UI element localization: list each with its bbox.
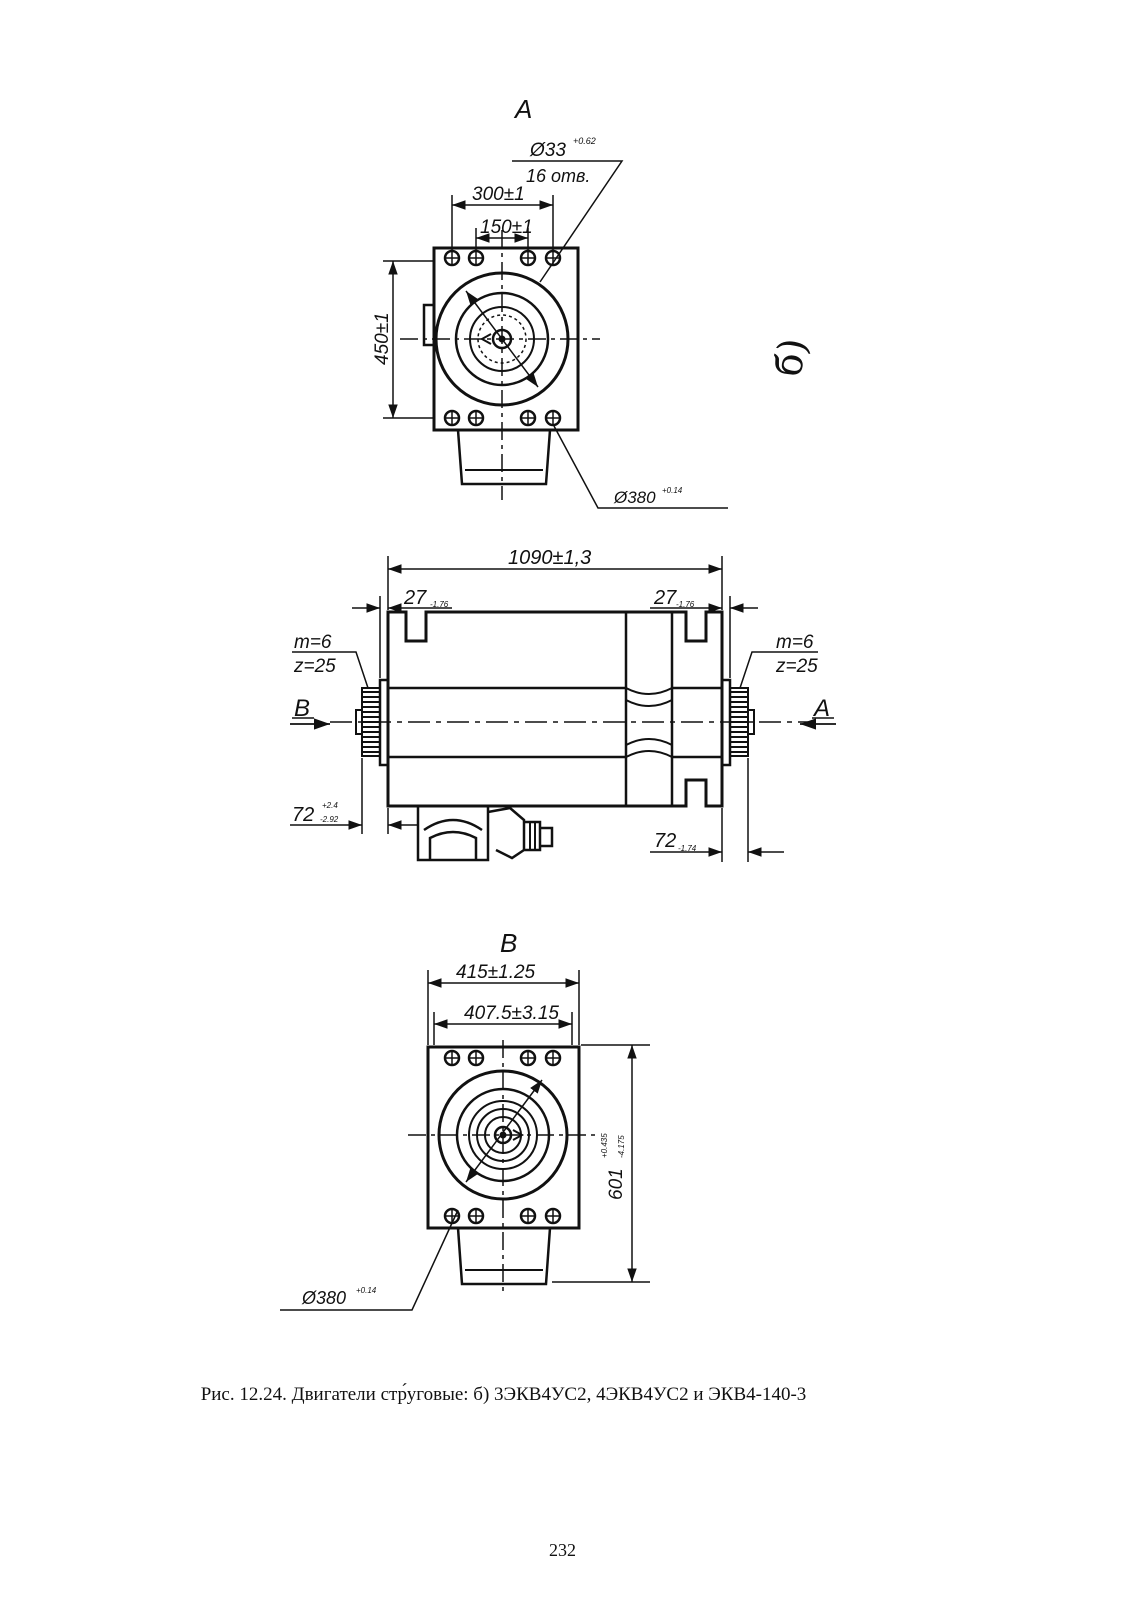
side-view-dim-right-shaft: 72 [654,830,676,852]
side-view-dim-left-shaft-tol-dn: -2.92 [320,815,339,824]
page-number: 232 [0,1540,1125,1561]
side-view-dim-left-shaft: 72 [292,804,314,826]
view-b-dim-height-tol-dn: -4.175 [617,1135,626,1158]
view-b-dim-width: 415±1.25 [456,962,536,983]
view-b-terminal-box [458,1228,550,1284]
view-a-hole-dia: Ø33 [529,140,566,161]
view-a-dim-width: 300±1 [472,184,525,205]
view-a-terminal-box [458,430,550,484]
side-view-dim-length: 1090±1,3 [508,547,591,569]
side-view-arrow-right: A [812,695,830,722]
side-view-dim-left-flange: 27 [403,587,427,609]
view-a-hole-tol: +0.62 [573,136,596,146]
side-view-dim-right-shaft-tol: -1.74 [678,844,697,853]
view-a-bore-dia: Ø380 [613,488,656,507]
view-a-hole-count: 16 отв. [526,166,590,186]
view-b-bore-tol: +0.14 [356,1286,377,1295]
view-b: B 415±1.25 407.5±3.15 [280,928,650,1310]
view-b-dim-inner: 407.5±3.15 [464,1003,559,1024]
side-view-terminal-box [418,806,488,860]
view-b-label: B [500,928,517,958]
view-a: A 300±1 [372,94,728,508]
side-view-dim-left-flange-tol: -1.76 [430,600,449,609]
view-a-dim-height: 450±1 [372,312,393,365]
side-view-gear-right-z: z=25 [775,656,818,677]
side-view-cable-gland [488,808,552,858]
side-view-arrow-left: B [294,695,310,722]
side-view-gear-left-m: m=6 [294,632,332,653]
view-a-label: A [513,94,532,124]
figure-caption: Рис. 12.24. Двигатели стр́уговые: б) 3ЭК… [0,1384,1125,1406]
side-view-dim-right-flange-tol: -1.76 [676,600,695,609]
view-a-dim-inner: 150±1 [480,217,533,238]
side-view: 1090±1,3 27 -1.76 27 -1.76 m=6 z=25 m=6 … [290,547,836,862]
side-view-dim-right-flange: 27 [653,587,677,609]
side-view-gear-right-m: m=6 [776,632,814,653]
view-a-centerlines [400,230,600,500]
side-view-dim-left-shaft-tol-up: +2.4 [322,801,338,810]
handwritten-mark: б) [766,335,816,380]
view-b-dim-height: 601 [606,1168,627,1200]
side-view-gear-left-z: z=25 [293,656,336,677]
figure-caption-text: Рис. 12.24. Двигатели стр́уговые: б) 3ЭК… [201,1384,807,1405]
view-b-bore-dia: Ø380 [301,1288,346,1308]
view-b-dim-height-tol-up: +0.435 [600,1133,609,1158]
view-a-bore-tol: +0.14 [662,486,683,495]
